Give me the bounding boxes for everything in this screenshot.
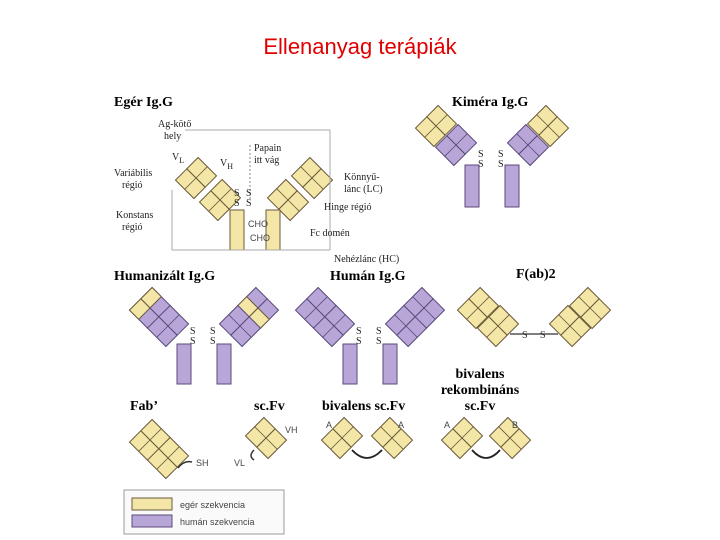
ss-bond: S: [190, 326, 196, 337]
cho-label-2: CHO: [250, 233, 270, 243]
scfv-label: sc.Fv: [254, 399, 285, 414]
sh-label: SH: [196, 458, 209, 468]
bivalent-recombinant-label-2: rekombináns: [441, 383, 520, 398]
scfv-a-label: A: [444, 420, 450, 430]
legend: egér szekvencia humán szekvencia: [123, 489, 285, 535]
human-igg-label: Humán Ig.G: [330, 269, 406, 284]
fab2-structure: [456, 286, 612, 348]
legend-swatch-human: [131, 514, 173, 528]
vl-label: VL: [172, 152, 184, 165]
scfv-b-label: B: [512, 420, 518, 430]
ss-bond: S: [190, 336, 196, 347]
ss-bond: S: [522, 330, 528, 341]
ss-bond: S: [478, 149, 484, 160]
heavy-chain-label: Nehézlánc (HC): [334, 254, 399, 265]
ss-bond: S: [478, 159, 484, 170]
ss-bond: S: [246, 198, 252, 209]
ss-bond: S: [498, 149, 504, 160]
chimeric-igg-structure: [414, 104, 570, 208]
fab2-label: F(ab)2: [516, 267, 556, 282]
humanized-igg-structure: [128, 286, 280, 385]
cho-label-1: CHO: [248, 219, 268, 229]
ag-binding-label-2: hely: [164, 131, 181, 142]
scfv-a-label-right: A: [398, 420, 404, 430]
scfv-structure: [244, 416, 288, 461]
fab-prime-structure: [128, 418, 193, 480]
bivalent-recombinant-scfv-structure: [440, 416, 532, 460]
bivalent-scfv-label: bivalens sc.Fv: [322, 399, 405, 414]
vh-label: VH: [220, 158, 233, 171]
ss-bond: S: [234, 198, 240, 209]
ss-bond: S: [356, 336, 362, 347]
constant-region-label-2: régió: [122, 222, 143, 233]
scfv-vl-label: VL: [234, 458, 245, 468]
variable-region-label-2: régió: [122, 180, 143, 191]
ss-bond: S: [356, 326, 362, 337]
fab-label: Fab’: [130, 399, 158, 414]
humanized-igg-label: Humanizált Ig.G: [114, 269, 215, 284]
bivalent-recombinant-label-3: sc.Fv: [465, 399, 496, 414]
legend-swatch-mouse: [131, 497, 173, 511]
mouse-igg-label: Egér Ig.G: [114, 95, 173, 110]
papain-label-1: Papain: [254, 143, 281, 154]
legend-human-label: humán szekvencia: [180, 517, 255, 527]
scfv-vh-label: VH: [285, 425, 298, 435]
bivalent-recombinant-label-1: bivalens: [455, 367, 505, 382]
variable-region-label-1: Variábilis: [114, 168, 152, 179]
ss-bond: S: [498, 159, 504, 170]
light-chain-label-2: lánc (LC): [344, 184, 383, 195]
ss-bond: S: [210, 326, 216, 337]
bivalent-scfv-structure: [320, 416, 414, 460]
light-chain-label-1: Könnyű-: [344, 172, 380, 183]
ss-bond: S: [234, 188, 240, 199]
scfv-a-label-left: A: [326, 420, 332, 430]
chimeric-igg-label: Kiméra Ig.G: [452, 95, 528, 110]
ss-bond: S: [376, 336, 382, 347]
legend-mouse-label: egér szekvencia: [180, 500, 245, 510]
ss-bond: S: [376, 326, 382, 337]
constant-region-label-1: Konstans: [116, 210, 153, 221]
human-igg-structure: [294, 286, 446, 385]
hinge-region-label: Hinge régió: [324, 202, 372, 213]
papain-label-2: itt vág: [254, 155, 279, 166]
fc-domain-label: Fc domén: [310, 228, 350, 239]
page-title: Ellenanyag terápiák: [263, 34, 457, 59]
ss-bond: S: [540, 330, 546, 341]
ag-binding-label-1: Ag-kötő: [158, 119, 191, 130]
ss-bond: S: [246, 188, 252, 199]
mouse-igg-structure: [171, 129, 334, 251]
ss-bond: S: [210, 336, 216, 347]
